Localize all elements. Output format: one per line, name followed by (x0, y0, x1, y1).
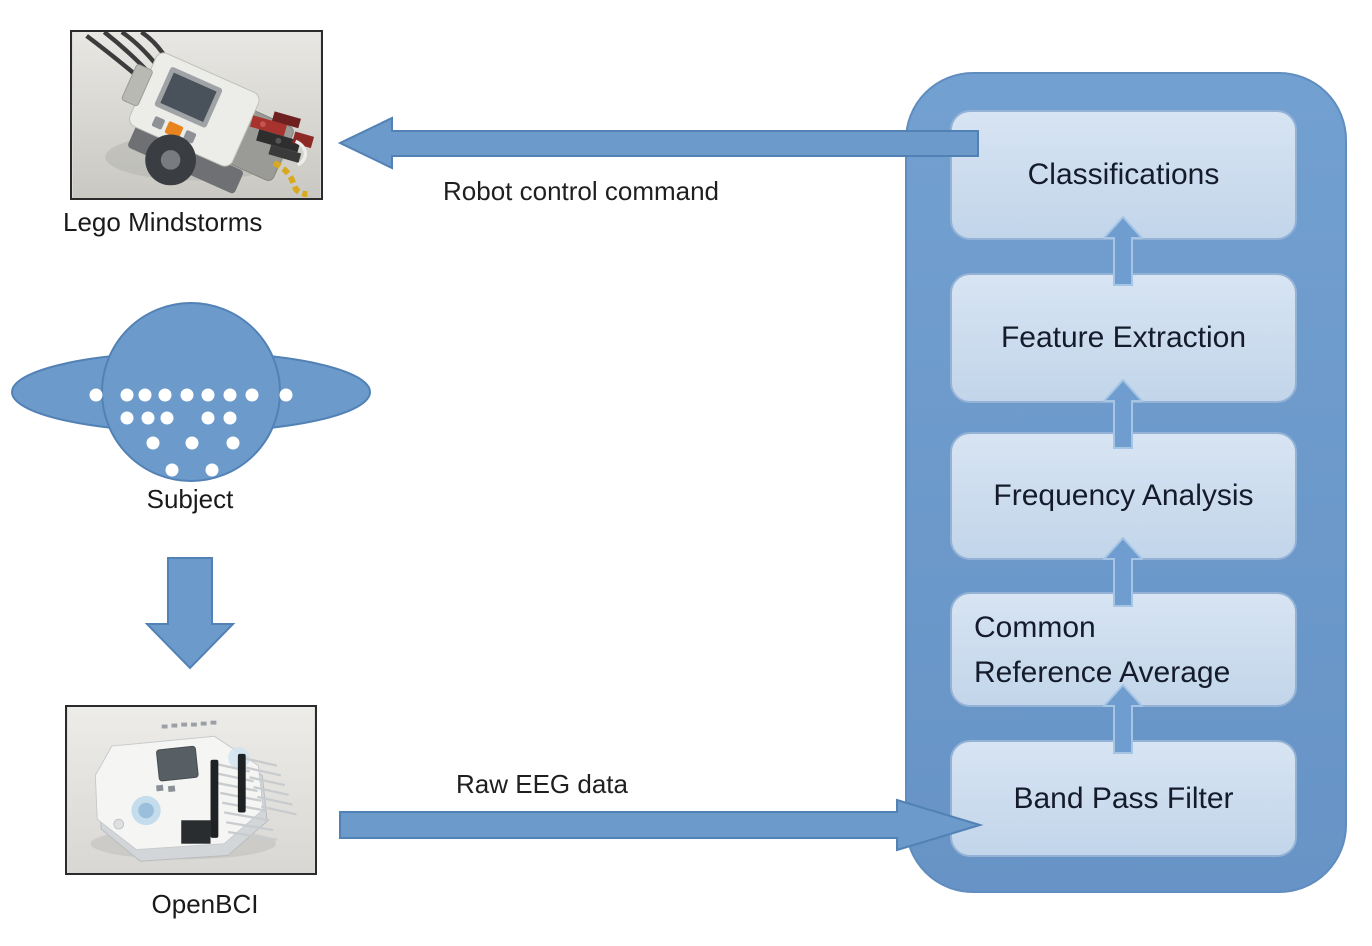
lego-robot-illustration (72, 32, 321, 198)
pipeline-up-arrow-3 (1103, 537, 1143, 607)
pipeline-box-label: Band Pass Filter (1013, 781, 1234, 815)
openbci-photo (65, 705, 317, 875)
pipeline-box-label-line2: Reference Average (974, 655, 1231, 689)
robot-control-arrow-label: Robot control command (443, 176, 720, 206)
pipeline-box-band-pass-filter: Band Pass Filter (950, 740, 1297, 857)
openbci-board-illustration (67, 707, 315, 873)
eeg-electrode-dots (89, 388, 293, 477)
lego-mindstorms-photo (70, 30, 323, 200)
pipeline-up-arrow-1 (1103, 216, 1143, 286)
raw-eeg-arrow (339, 798, 984, 852)
pipeline-up-arrow-4 (1103, 684, 1143, 754)
lego-caption: Lego Mindstorms (63, 207, 263, 237)
openbci-caption: OpenBCI (151, 889, 259, 919)
subject-to-openbci-arrow (144, 557, 236, 670)
pipeline-box-label: Frequency Analysis (993, 479, 1254, 512)
pipeline-box-label: Classifications (1027, 158, 1220, 191)
pipeline-up-arrow-2 (1103, 379, 1143, 449)
subject-caption: Subject (146, 484, 234, 514)
robot-control-arrow (338, 116, 979, 170)
pipeline-box-label-line1: Common (974, 610, 1096, 644)
pipeline-box-label: Feature Extraction (1000, 321, 1247, 354)
subject-head-icon (11, 302, 371, 482)
raw-eeg-arrow-label: Raw EEG data (456, 769, 628, 799)
